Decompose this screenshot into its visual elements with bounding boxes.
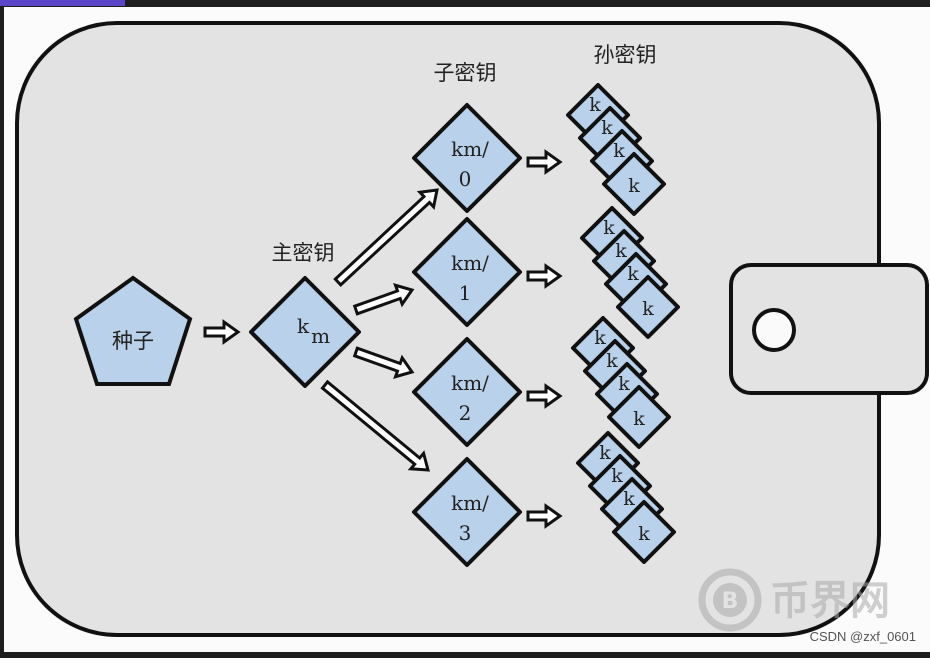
child-to-grandchild-arrow-2 xyxy=(526,383,563,409)
grandchild-key-diamond-1-3 xyxy=(616,275,680,339)
child-key-index: 0 xyxy=(459,167,472,191)
child-key-index: 1 xyxy=(459,281,472,305)
master-key-label: 主密钥 xyxy=(272,241,335,265)
grandchild-key-text: k xyxy=(623,488,635,510)
watermark-logo: B 币界网 xyxy=(698,568,890,632)
watermark-text: 币界网 xyxy=(770,578,890,624)
grandchild-key-text: k xyxy=(594,327,606,349)
seed-label: 种子 xyxy=(112,329,154,353)
grandchild-key-text: k xyxy=(615,240,627,262)
grandchild-key-text: k xyxy=(628,175,640,197)
seed-to-master-arrow xyxy=(203,319,241,345)
grandchild-key-text: k xyxy=(589,94,601,116)
grandchild-key-text: k xyxy=(638,523,650,545)
grandchild-key-diamond-3-3 xyxy=(612,500,676,564)
link-highlight xyxy=(0,0,125,6)
csdn-credit: CSDN @zxf_0601 xyxy=(809,629,916,644)
grandchild-key-text: k xyxy=(611,465,623,487)
grandchild-key-text: k xyxy=(601,117,613,139)
child-key-diamond-2 xyxy=(412,337,522,447)
child-key-diamond-3 xyxy=(412,457,522,567)
child-to-grandchild-arrow-1 xyxy=(526,263,563,289)
child-to-grandchild-arrow-0 xyxy=(526,149,563,175)
grandchild-key-text: k xyxy=(618,373,630,395)
master-key-diamond xyxy=(249,276,361,388)
child-key-path: km/ xyxy=(451,137,489,161)
grandchild-key-text: k xyxy=(642,298,654,320)
child-key-path: km/ xyxy=(451,371,489,395)
grandchild-key-text: k xyxy=(606,350,618,372)
grandchild-key-text: k xyxy=(603,217,615,239)
wallet-clasp xyxy=(729,263,929,395)
child-key-diamond-0 xyxy=(412,103,522,213)
grandchild-keys-header: 孙密钥 xyxy=(594,43,657,67)
child-key-path: km/ xyxy=(451,251,489,275)
grandchild-key-text: k xyxy=(627,263,639,285)
child-keys-header: 子密钥 xyxy=(434,61,497,85)
grandchild-key-text: k xyxy=(613,140,625,162)
grandchild-key-diamond-2-3 xyxy=(607,385,671,449)
clasp-button xyxy=(752,308,796,352)
seed-pentagon xyxy=(73,275,193,386)
master-to-child-arrow-0 xyxy=(333,188,439,288)
grandchild-key-text: k xyxy=(599,442,611,464)
child-key-diamond-1 xyxy=(412,217,522,327)
child-to-grandchild-arrow-3 xyxy=(526,503,563,529)
grandchild-key-diamond-0-3 xyxy=(602,152,666,216)
child-key-index: 3 xyxy=(459,521,472,545)
master-to-child-arrow-3 xyxy=(320,379,430,472)
master-to-child-arrow-2 xyxy=(352,346,415,379)
child-key-index: 2 xyxy=(459,401,472,425)
child-key-path: km/ xyxy=(451,491,489,515)
grandchild-key-text: k xyxy=(633,408,645,430)
svg-text:B: B xyxy=(722,589,739,614)
master-to-child-arrow-1 xyxy=(352,283,415,316)
